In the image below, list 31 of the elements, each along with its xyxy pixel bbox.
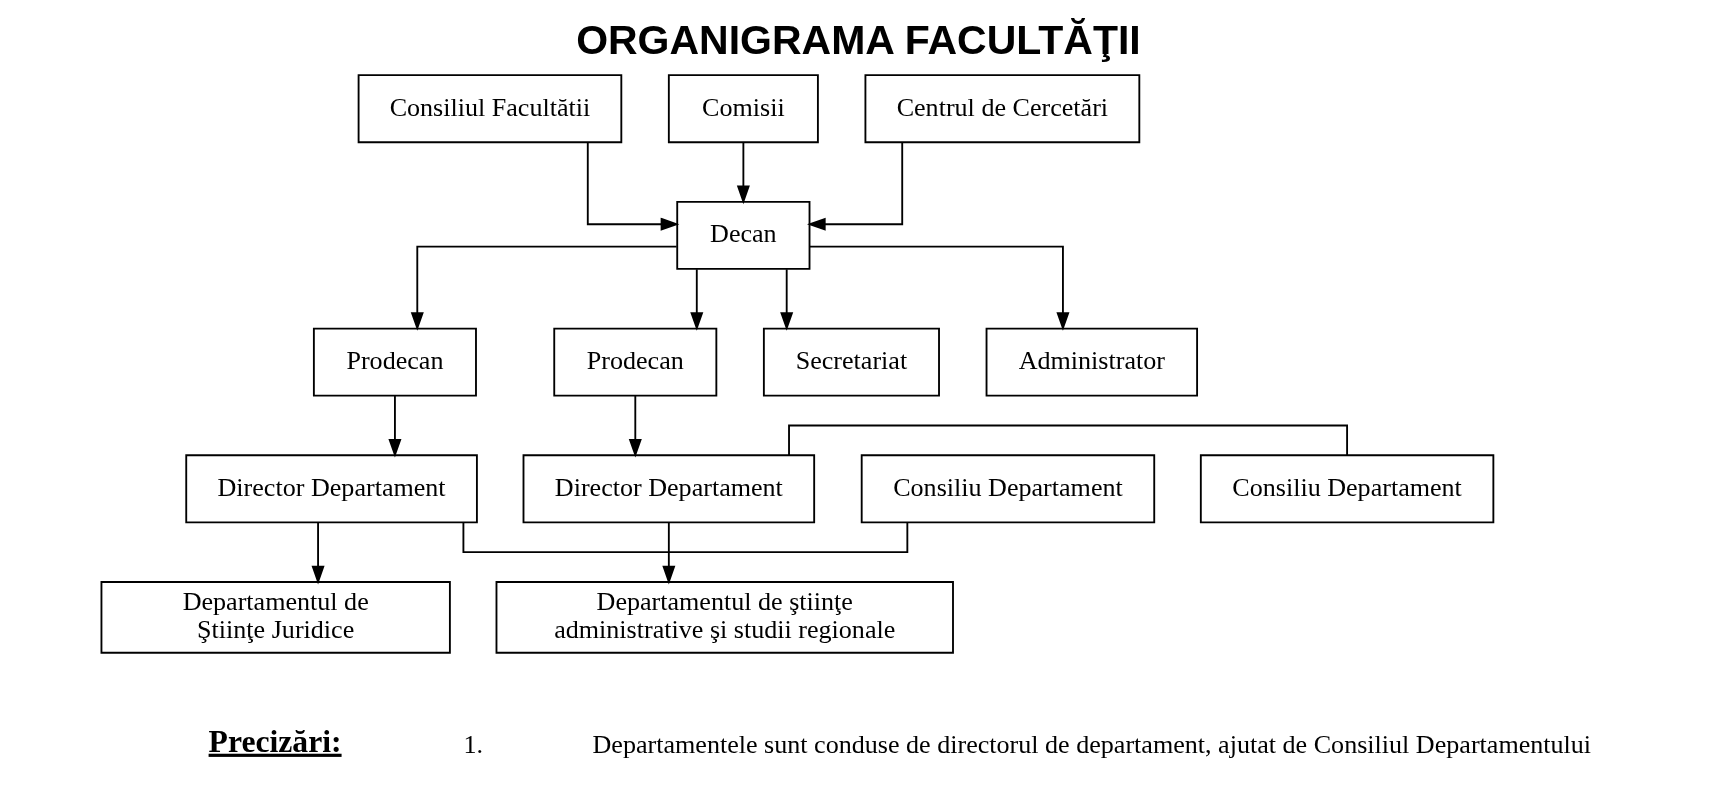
- arrow: [779, 268, 793, 331]
- connector: [462, 521, 908, 554]
- label: Precizări:: [208, 723, 342, 759]
- node-box: Secretariat: [762, 327, 940, 397]
- arrow: [387, 395, 401, 458]
- node-box: Centrul de Cercetări: [864, 74, 1140, 144]
- node-box: Prodecan: [552, 327, 717, 397]
- arrow: [628, 395, 642, 458]
- node-box: Director Departament: [522, 454, 815, 524]
- arrow: [806, 141, 903, 231]
- node-box: Consiliul Facultătii: [357, 74, 622, 144]
- arrow: [586, 141, 679, 231]
- node-box: Prodecan: [312, 327, 477, 397]
- node-box: Administrator: [985, 327, 1198, 397]
- node-box: Comisii: [667, 74, 819, 144]
- arrow: [736, 141, 750, 205]
- arrow: [410, 245, 677, 331]
- node-box: Consiliu Departament: [1199, 454, 1494, 524]
- diagram-title: ORGANIGRAMA FACULTĂŢII: [575, 16, 1141, 63]
- node-box: Consiliu Departament: [860, 454, 1155, 524]
- arrow: [689, 268, 703, 331]
- node-box: Decan: [675, 200, 810, 270]
- arrow: [311, 521, 325, 585]
- connector: [787, 424, 1348, 456]
- arrow: [661, 521, 675, 585]
- label: 1.: [462, 729, 483, 759]
- label: Departamentele sunt conduse de directorul de departament, ajutat de Consiliul Departamentului: [592, 729, 1591, 759]
- node-box: Departamentul de Ştiinţe Juridice: [100, 581, 451, 654]
- node-box: Director Departament: [184, 454, 478, 524]
- arrow: [808, 245, 1069, 331]
- node-box: Departamentul de ştiinţe administrative şi studii regionale: [495, 581, 954, 654]
